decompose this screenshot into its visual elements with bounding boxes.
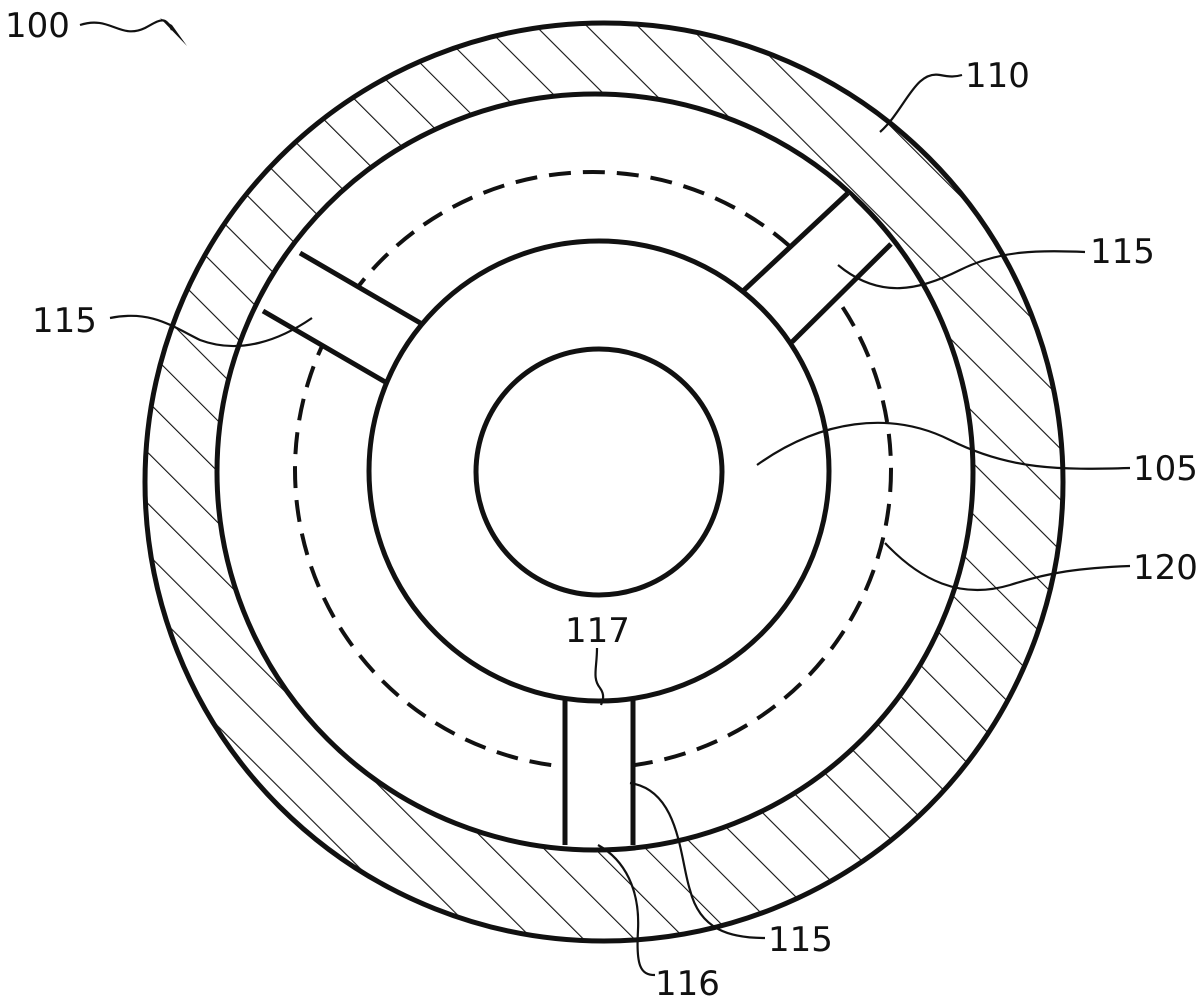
label-110: 110	[965, 56, 1030, 96]
hub-hole	[476, 349, 722, 595]
label-115-left: 115	[32, 301, 97, 341]
strut-bottom	[565, 690, 633, 845]
label-117: 117	[565, 611, 630, 651]
label-115-right: 115	[1090, 232, 1155, 272]
label-100: 100	[5, 6, 70, 46]
label-120: 120	[1133, 548, 1198, 588]
arrow-100	[160, 18, 187, 46]
label-105: 105	[1133, 449, 1198, 489]
leader-105	[757, 423, 1130, 469]
label-115-bottom: 115	[768, 920, 833, 960]
leader-100	[80, 20, 172, 31]
label-116: 116	[655, 964, 720, 1004]
